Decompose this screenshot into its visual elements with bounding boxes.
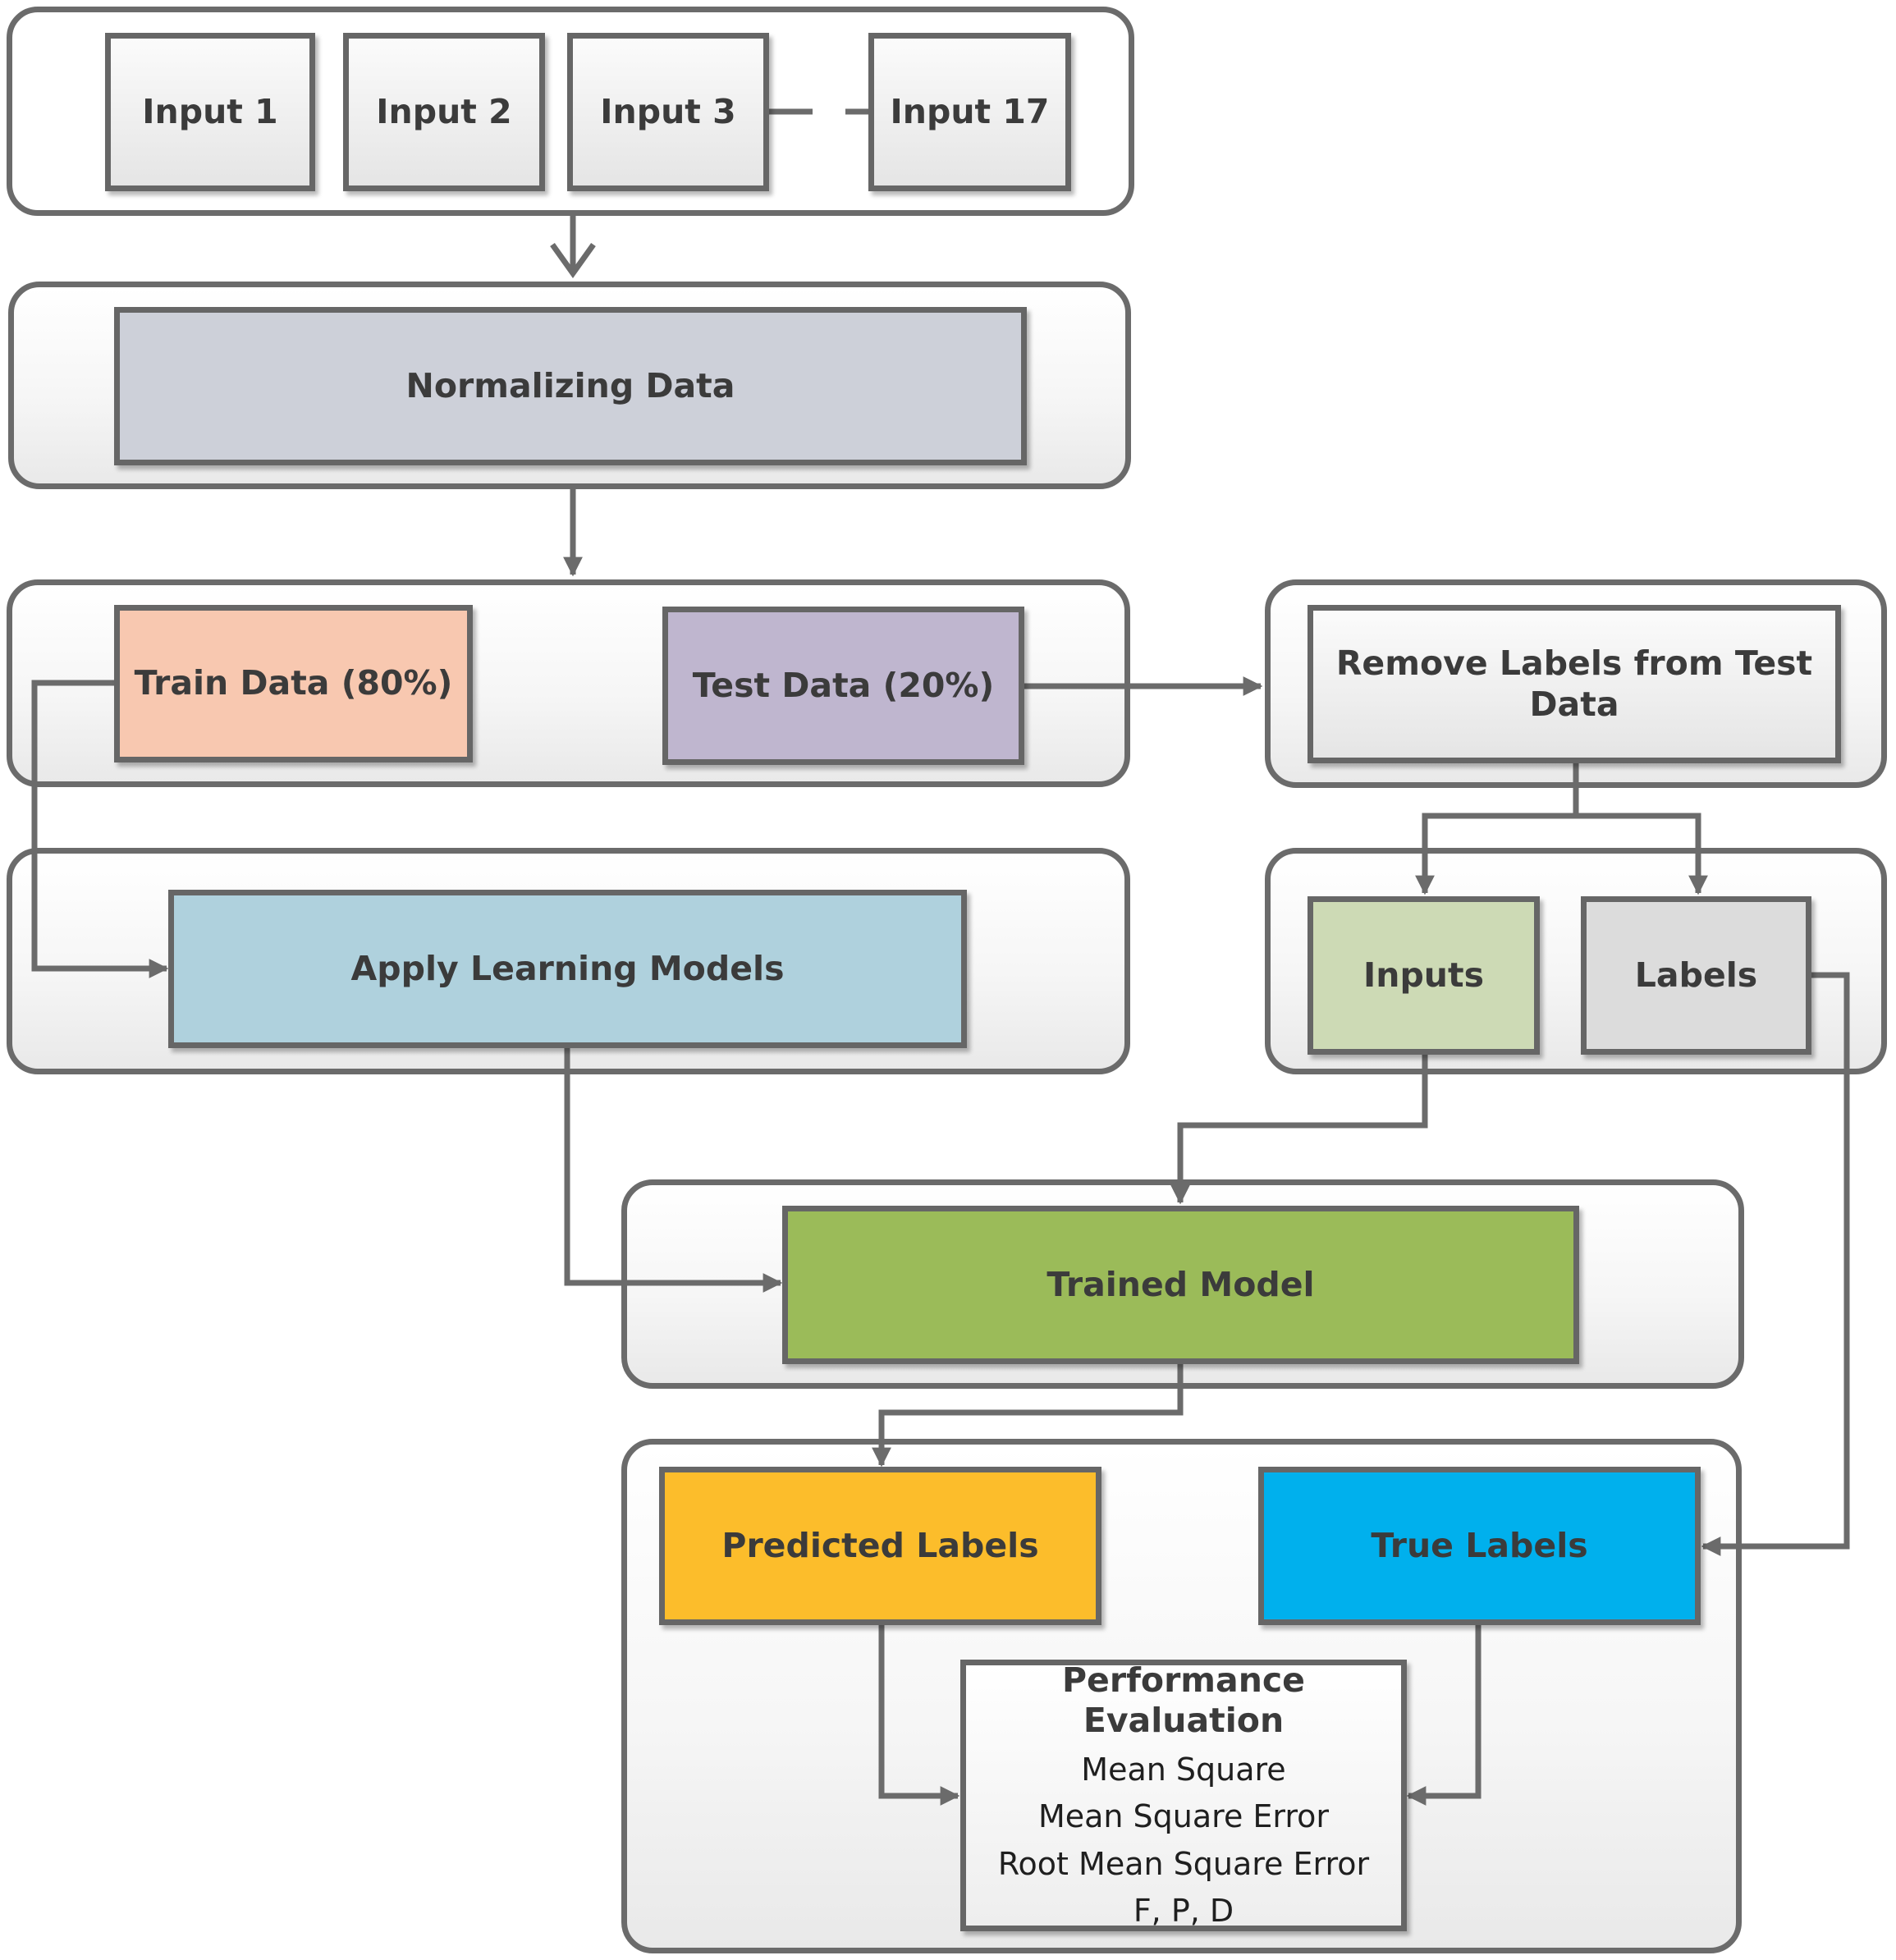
predicted-to-evaluation-arrow bbox=[878, 1624, 960, 1806]
trained-model-box: Trained Model bbox=[782, 1206, 1579, 1364]
remove-labels-to-labels-arrow bbox=[1576, 813, 1708, 895]
remove-labels-branch bbox=[1422, 762, 1579, 893]
input-2-box: Input 2 bbox=[343, 33, 545, 191]
true-labels-box: True Labels bbox=[1258, 1467, 1701, 1625]
remove-labels-box: Remove Labels from Test Data bbox=[1308, 605, 1841, 763]
train-to-apply-models-arrow bbox=[31, 680, 169, 978]
input-17-box: Input 17 bbox=[868, 33, 1071, 191]
labels-to-true-labels-arrow bbox=[1701, 972, 1850, 1556]
normalizing-data-box: Normalizing Data bbox=[114, 307, 1027, 465]
evaluation-title: Performance Evaluation bbox=[1062, 1660, 1305, 1741]
inputs-box: Inputs bbox=[1308, 896, 1540, 1055]
evaluation-metric-mean-square: Mean Square bbox=[1081, 1751, 1286, 1788]
inputs-to-trained-arrow bbox=[1170, 1055, 1428, 1205]
train-data-box: Train Data (80%) bbox=[114, 605, 473, 762]
input-1-box: Input 1 bbox=[105, 33, 315, 191]
labels-box: Labels bbox=[1581, 896, 1811, 1055]
trained-to-predicted-arrow bbox=[872, 1361, 1184, 1468]
evaluation-metric-mse: Mean Square Error bbox=[1037, 1798, 1330, 1835]
apply-models-to-trained-arrow bbox=[564, 1047, 783, 1293]
inputs-to-normalizing-arrowhead bbox=[550, 242, 596, 279]
test-data-box: Test Data (20%) bbox=[662, 607, 1024, 765]
apply-learning-models-box: Apply Learning Models bbox=[168, 890, 967, 1048]
evaluation-metric-fpd: F, P, D bbox=[1133, 1893, 1234, 1930]
predicted-labels-box: Predicted Labels bbox=[659, 1467, 1101, 1625]
evaluation-metric-rmse: Root Mean Square Error bbox=[997, 1845, 1370, 1882]
true-labels-to-evaluation-arrow bbox=[1406, 1624, 1482, 1806]
performance-evaluation-box: Performance Evaluation Mean Square Mean … bbox=[960, 1660, 1407, 1931]
input-3-box: Input 3 bbox=[567, 33, 769, 191]
